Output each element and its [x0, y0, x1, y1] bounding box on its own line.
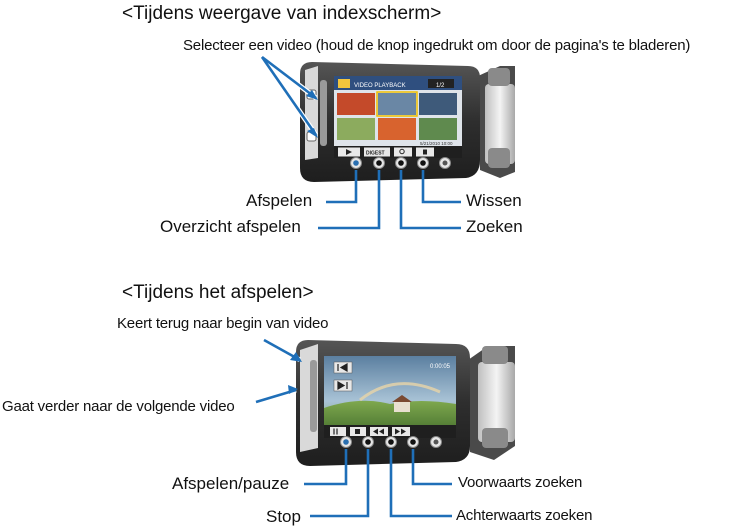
- thumbnail-5[interactable]: [378, 118, 416, 140]
- screen-digest-button[interactable]: [364, 147, 390, 157]
- arrow-head-back: [290, 352, 302, 362]
- label-fast-forward: Voorwaarts zoeken: [458, 474, 583, 491]
- play-icon: [346, 149, 352, 155]
- callout-line-play: [326, 170, 358, 204]
- camcorder-bottom-grip: [488, 148, 510, 168]
- screen-rainbow: [359, 382, 441, 402]
- camcorder-top-grip: [488, 68, 510, 86]
- select-video-hint: Selecteer een video (houd de knop ingedr…: [183, 37, 691, 54]
- time-counter: 0:00:05: [430, 364, 451, 370]
- back-to-start-hint: Keert terug naar begin van video: [117, 315, 329, 332]
- callout-line-rewind: [389, 449, 452, 518]
- hw-button-play-center: [353, 160, 359, 166]
- callout-line-delete: [421, 170, 461, 204]
- arrow-head-next: [288, 385, 298, 394]
- arrow-head-select-2: [307, 128, 318, 138]
- fast-forward-icon: [395, 428, 406, 435]
- thumbnail-6[interactable]: [419, 118, 457, 140]
- camera-playback-view: 0:00:05: [296, 340, 515, 466]
- callout-line-digest: [318, 170, 381, 230]
- arrow-head-select-1: [306, 90, 318, 100]
- page-indicator: 1/2: [436, 83, 445, 89]
- digest-text: DIGEST: [366, 151, 385, 157]
- callout-line-fast-forward: [411, 449, 452, 486]
- thumbnail-4[interactable]: [337, 118, 375, 140]
- camera-index-view: VIDEO PLAYBACK 1/2 5/21/2010 10:00 DIGES…: [300, 62, 515, 182]
- selection-cursor: [376, 91, 418, 117]
- label-delete: Wissen: [466, 191, 522, 210]
- screen-header-text: VIDEO PLAYBACK: [354, 83, 406, 89]
- thumbnail-3[interactable]: [419, 93, 457, 115]
- page-indicator-box: [428, 79, 454, 88]
- playback-section-title: <Tijdens het afspelen>: [122, 282, 314, 303]
- rewind-icon: [373, 428, 384, 435]
- camcorder-side-panel: [478, 362, 515, 442]
- screen-search-button[interactable]: [394, 147, 412, 157]
- video-mode-icon: [338, 79, 350, 88]
- screen-timestamp: 5/21/2010 10:00: [420, 141, 453, 146]
- label-stop: Stop: [266, 507, 301, 526]
- thumbnail-1[interactable]: [337, 93, 375, 115]
- speaker-grille: [310, 360, 317, 432]
- search-icon: [399, 148, 405, 155]
- label-play: Afspelen: [246, 191, 313, 210]
- callout-line-search: [399, 170, 461, 230]
- next-video-hint: Gaat verder naar de volgende video: [2, 398, 235, 415]
- skip-back-icon: [337, 362, 348, 373]
- play-pause-icon: [333, 428, 338, 435]
- callout-line-play-pause: [304, 449, 348, 486]
- speaker-grille: [320, 80, 327, 146]
- callout-lines-index: [260, 55, 461, 230]
- label-digest-play: Overzicht afspelen: [160, 217, 301, 236]
- camcorder-side-panel: [485, 84, 515, 164]
- screen-house: [394, 402, 410, 412]
- thumbnail-2[interactable]: [378, 93, 416, 115]
- callout-lines-playback: [255, 338, 452, 518]
- stop-icon: [355, 429, 360, 434]
- skip-forward-icon: [337, 380, 348, 391]
- callout-line-stop: [310, 449, 370, 518]
- label-search: Zoeken: [466, 217, 523, 236]
- label-play-pause: Afspelen/pauze: [172, 474, 290, 493]
- trash-icon: [423, 149, 427, 155]
- lcd-left-bezel: [305, 66, 318, 160]
- index-section-title: <Tijdens weergave van indexscherm>: [122, 3, 442, 24]
- label-rewind: Achterwaarts zoeken: [456, 507, 593, 524]
- screen-play-pause-button[interactable]: [330, 427, 346, 436]
